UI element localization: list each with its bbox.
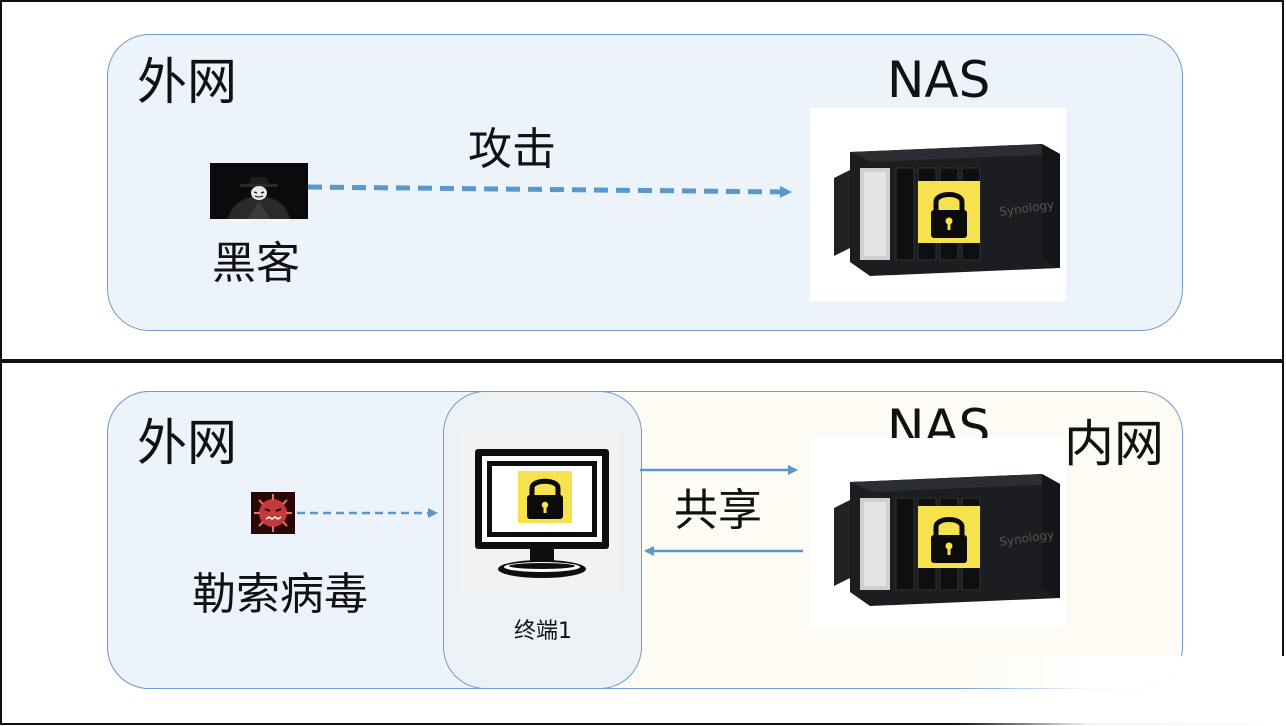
top-panel: 外网 NAS 攻击 黑客 bbox=[0, 0, 1284, 361]
virus-icon bbox=[251, 492, 295, 534]
attack-label: 攻击 bbox=[468, 128, 556, 172]
nas-device-icon: Synology bbox=[810, 108, 1066, 301]
external-network-label: 外网 bbox=[137, 57, 237, 107]
internal-network-label: 内网 bbox=[1064, 419, 1164, 469]
external-network-label: 外网 bbox=[137, 418, 237, 468]
terminal-label: 终端1 bbox=[514, 621, 572, 643]
hacker-label: 黑客 bbox=[212, 242, 300, 286]
monitor-icon bbox=[458, 431, 620, 593]
share-label: 共享 bbox=[674, 489, 762, 533]
nas-device-icon: Synology bbox=[810, 438, 1066, 628]
hacker-icon bbox=[210, 163, 308, 219]
nas-label: NAS bbox=[887, 55, 990, 105]
watermark-fade bbox=[956, 656, 1286, 726]
ransomware-label: 勒索病毒 bbox=[192, 573, 368, 617]
